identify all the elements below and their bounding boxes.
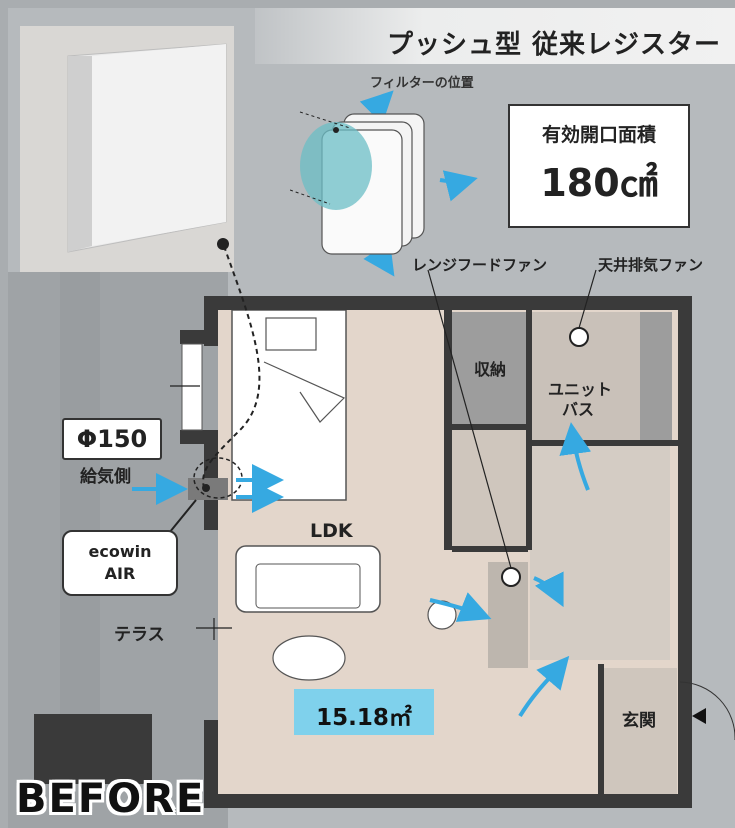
- supply-diameter-box: Φ150: [62, 418, 162, 460]
- filter-illustration: [290, 111, 425, 255]
- unit-bath-label-line1: ユニット: [548, 380, 613, 399]
- round-table: [272, 635, 346, 681]
- effective-opening-label: 有効開口面積: [541, 124, 656, 146]
- effective-opening-box: 有効開口面積 180㎠: [508, 104, 690, 228]
- entrance-floor: [603, 668, 677, 794]
- effective-opening-value: 180㎠: [540, 161, 658, 205]
- terrace-label: テラス: [114, 625, 165, 645]
- before-label: BEFORE: [16, 776, 206, 822]
- storage-label: 収納: [474, 360, 507, 379]
- washroom: [530, 446, 670, 660]
- range-hood-fan-label: レンジフードファン: [412, 256, 548, 274]
- room-area-tag: 15.18㎡: [294, 689, 434, 735]
- register-photo: [20, 26, 234, 272]
- ceiling-exhaust-fan-label: 天井排気ファン: [598, 256, 704, 274]
- supply-side-label: 給気側: [80, 467, 131, 487]
- product-callout: ecowin AIR: [62, 530, 178, 596]
- title-bar: プッシュ型 従来レジスター: [255, 8, 735, 64]
- register-photo-illustration: [20, 26, 234, 272]
- entrance-label: 玄関: [622, 711, 656, 731]
- product-name-line1: ecowin: [88, 542, 152, 561]
- unit-bath-label-line2: バス: [562, 400, 595, 419]
- supply-diameter: Φ150: [76, 425, 148, 453]
- page-title: プッシュ型 従来レジスター: [386, 30, 721, 60]
- filter-position-label: フィルターの位置: [370, 76, 474, 91]
- room-area-value: 15.18㎡: [316, 705, 412, 731]
- storage-room: [452, 312, 526, 426]
- product-name-line2: AIR: [104, 564, 136, 583]
- ldk-label: LDK: [310, 520, 353, 542]
